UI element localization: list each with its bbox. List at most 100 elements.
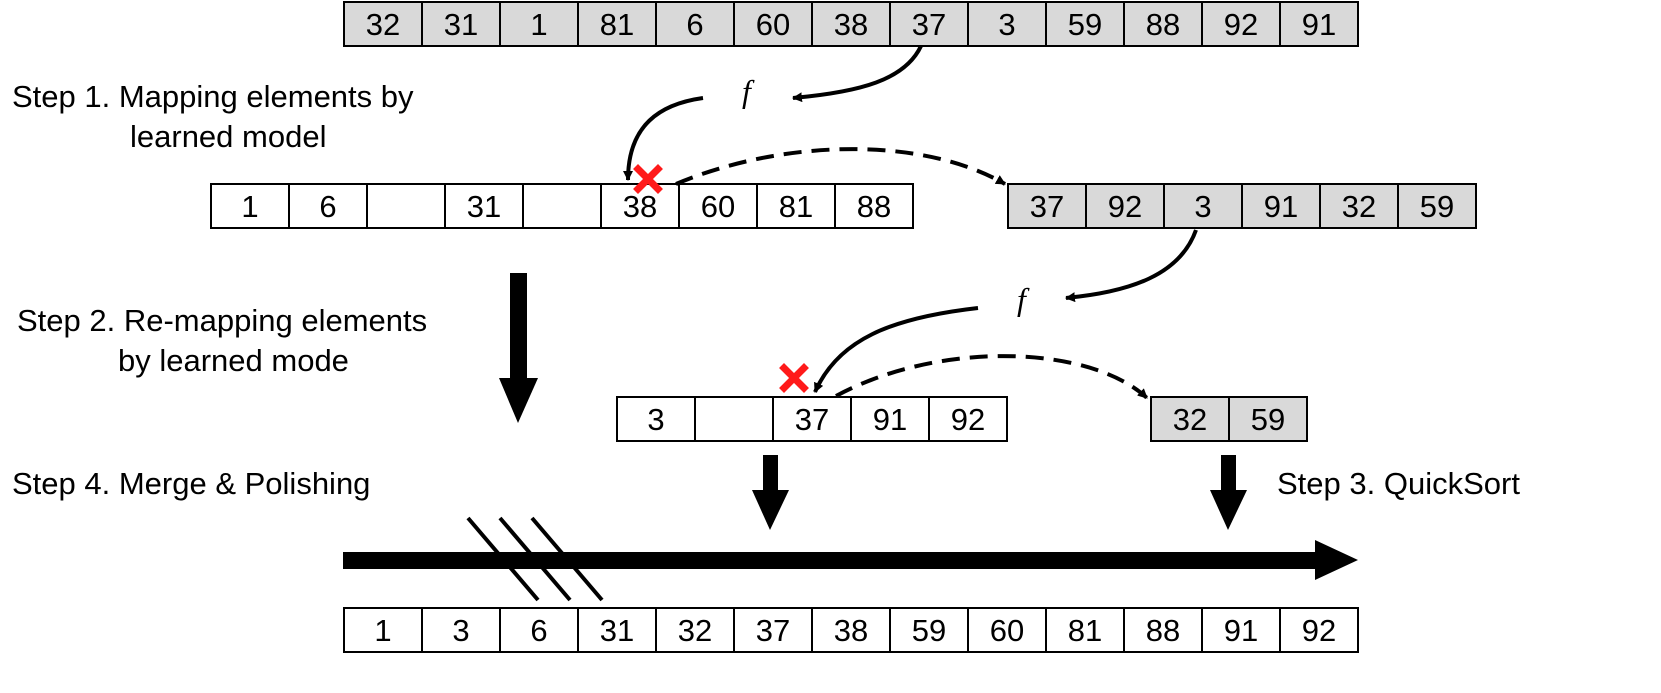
curved-arrow-to-f2 [1065,229,1198,303]
array-cell-value: 3 [998,7,1015,42]
function-f-label-2: f [1017,281,1030,317]
array-cell-value: 38 [834,613,868,648]
array-cell-value: 37 [912,7,946,42]
array-cell [928,396,1008,442]
array-cell [850,396,930,442]
array-cell-value: 6 [530,613,547,648]
array-cell [1007,183,1087,229]
array-cell-value: 59 [1068,7,1102,42]
array-cell [499,607,579,653]
array-cell-value: 32 [678,613,712,648]
array-cell-value: 88 [1146,7,1180,42]
array-cell [967,607,1047,653]
dashed-arrow-conflict2 [835,354,1149,400]
array-cell-value: 6 [319,189,336,224]
array-cell-value: 91 [873,402,907,437]
array-cell [1319,183,1399,229]
array-cell [889,607,969,653]
dashed-arrow-conflict1 [675,147,1006,186]
array-cell-value: 6 [686,7,703,42]
array-cell [811,1,891,47]
array-cell-value: 32 [1173,402,1207,437]
array-cell-value: 37 [1030,189,1064,224]
step1-label-line2: learned model [130,119,326,154]
array-cell [616,396,696,442]
array-cell [967,1,1047,47]
array-cell [733,1,813,47]
down-arrow-quicksort [1210,455,1247,530]
array-cell-value: 81 [600,7,634,42]
array-cell [733,607,813,653]
down-arrow-mapped2 [752,455,789,530]
array-cell-value: 92 [1302,613,1336,648]
array-cell-value: 81 [779,189,813,224]
array-cell [889,1,969,47]
array-cell-value: 31 [467,189,501,224]
array-cell [1201,1,1281,47]
array-cell-value: 92 [1108,189,1142,224]
array-cell [1279,607,1359,653]
array-cell-value: 32 [366,7,400,42]
step1-label-line1: Step 1. Mapping elements by [12,79,414,114]
array-cell-value: 38 [623,189,657,224]
array-cell-value: 1 [374,613,391,648]
red-x-icon [779,363,809,393]
array-cell-value: 3 [647,402,664,437]
step2-label-line1: Step 2. Re-mapping elements [17,303,427,338]
step4-label: Step 4. Merge & Polishing [12,466,370,501]
array-cell-value: 88 [1146,613,1180,648]
array-cell-value: 37 [795,402,829,437]
array-cell-value: 59 [1251,402,1285,437]
array-cell-value: 60 [701,189,735,224]
conflict-array-step1: 37 92 3 91 32 59 [1007,183,1477,229]
array-cell-value: 32 [1342,189,1376,224]
array-cell [655,607,735,653]
array-cell [1397,183,1477,229]
array-cell [421,607,501,653]
array-cell [577,607,657,653]
array-cell-value: 92 [1224,7,1258,42]
red-x-icon [633,164,663,194]
curved-arrow-to-f1 [792,45,923,103]
array-cell-value: 31 [444,7,478,42]
curved-arrow-from-f2 [813,306,979,393]
array-cell-value: 59 [1420,189,1454,224]
array-cell [1085,183,1165,229]
array-cell-value: 91 [1264,189,1298,224]
array-cell [756,183,836,229]
array-cell-value: 37 [756,613,790,648]
array-cell [772,396,852,442]
array-cell [655,1,735,47]
array-cell-value: 59 [912,613,946,648]
array-cell [421,1,501,47]
array-cell-value: 60 [990,613,1024,648]
array-cell-value: 1 [530,7,547,42]
conflict-array-step2: 32 59 [1150,396,1308,442]
curved-arrow-from-f1 [623,96,704,181]
array-cell [522,183,602,229]
array-cell-value: 88 [857,189,891,224]
array-cell [1228,396,1308,442]
array-cell-value: 81 [1068,613,1102,648]
step3-label: Step 3. QuickSort [1277,466,1520,501]
array-cell [1163,183,1243,229]
array-cell [1045,1,1125,47]
function-f-label-1: f [742,73,755,109]
array-cell [1150,396,1230,442]
array-cell-value: 31 [600,613,634,648]
array-cell-value: 3 [1194,189,1211,224]
array-cell-value: 3 [452,613,469,648]
step2-label-line2: by learned mode [118,343,349,378]
array-cell-value: 91 [1302,7,1336,42]
array-cell [834,183,914,229]
slash-marks [466,516,604,602]
array-cell [343,1,423,47]
array-cell [600,183,680,229]
array-cell-value: 1 [241,189,258,224]
array-cell [499,1,579,47]
array-cell [444,183,524,229]
mapped-array-step1: 1 6 31 38 60 81 88 [210,183,914,229]
